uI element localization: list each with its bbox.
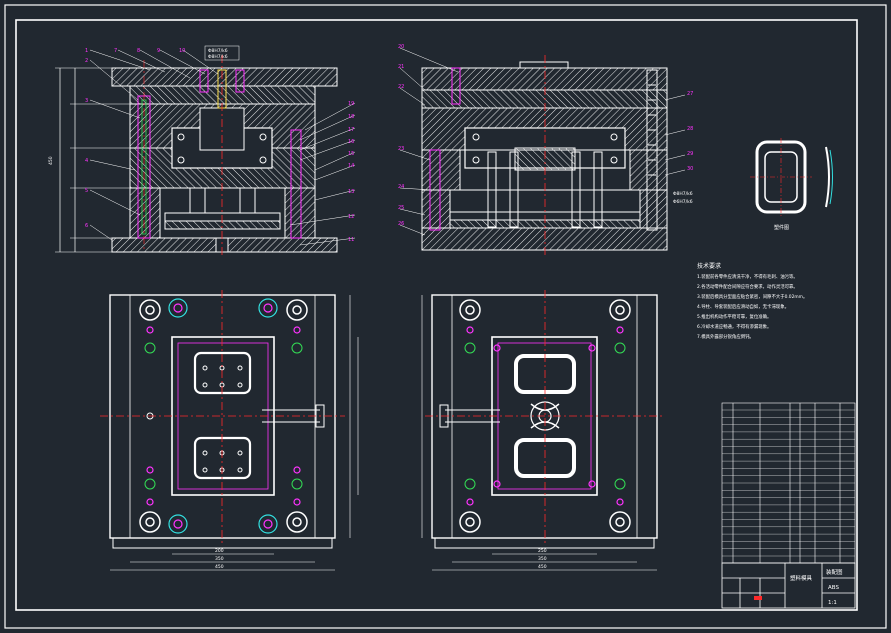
dimension-label: 250 (538, 548, 547, 554)
dimension-label: 200 (215, 548, 224, 554)
title-sheet: 装配图 (826, 568, 843, 576)
callout-label: 22 (398, 84, 404, 90)
callout-label: 7 (114, 48, 117, 54)
title-scale: 1:1 (828, 600, 837, 606)
dimension-label: 350 (538, 556, 547, 562)
dimension-label: 450 (538, 564, 547, 570)
section-view-left (55, 45, 356, 255)
callout-label: 15 (348, 151, 354, 157)
plan-view-right (421, 290, 665, 571)
callout-label: 14 (348, 163, 354, 169)
callout-label: 8 (137, 48, 140, 54)
dimension-label: 450 (48, 156, 54, 165)
callout-label: 12 (348, 214, 354, 220)
dims-left-vertical: 450 (48, 156, 54, 165)
fit-label: Φ6H7/k6 (673, 199, 693, 205)
fit-annotations-right: Φ8H7/k6 Φ6H7/k6 (673, 191, 693, 205)
left-callouts: 1 2 3 4 5 6 7 8 9 10 (85, 48, 185, 229)
callout-label: 3 (85, 98, 88, 104)
dims-left-plan: 200 350 450 (215, 548, 224, 570)
tech-line: 2.各活动零件配合间隙应符合要求，动作灵活可靠。 (697, 283, 798, 290)
callout-label: 4 (85, 158, 88, 164)
fit-annotations-left: Φ8H7/k6 Φ8H7/k6 (208, 48, 228, 60)
parts-list-rows (722, 409, 855, 557)
tech-line: 1.装配前各零件应清洗干净，不得有毛刺、油污等。 (697, 273, 798, 280)
callout-label: 23 (398, 146, 404, 152)
dimension-label: 350 (215, 556, 224, 562)
callout-label: 27 (687, 91, 693, 97)
callout-label: 26 (398, 221, 404, 227)
callout-label: 16 (348, 139, 354, 145)
title-stamp (754, 596, 762, 600)
title-block (721, 562, 856, 609)
callout-label: 5 (85, 188, 88, 194)
callout-label: 6 (85, 223, 88, 229)
tech-line: 3.装配后模具分型面应贴合紧密，间隙不大于0.02mm。 (697, 293, 807, 300)
dims-right-plan: 250 350 450 (538, 548, 547, 570)
callout-label: 18 (348, 114, 354, 120)
tech-requirements: 技术要求 1.装配前各零件应清洗干净，不得有毛刺、油污等。 2.各活动零件配合间… (697, 262, 807, 340)
dimension-label: 450 (215, 564, 224, 570)
fit-label: Φ8H7/k6 (208, 48, 228, 54)
callout-label: 10 (179, 48, 185, 54)
tech-line: 7.模具外露部分锐角应倒钝。 (697, 333, 754, 340)
callout-label: 13 (348, 189, 354, 195)
section-view-right (399, 47, 686, 255)
tech-line: 4.导柱、导套装配后应滑动自如，无卡滞现象。 (697, 303, 789, 310)
callout-label: 9 (157, 48, 160, 54)
inner-frame (15, 19, 858, 611)
tech-line: 5.推出机构动作平稳可靠，复位准确。 (697, 313, 771, 320)
tech-line: 6.冷却水道应畅通，不得有渗漏现象。 (697, 323, 771, 330)
callout-label: 24 (398, 184, 404, 190)
plan-view-left (100, 290, 359, 571)
part-label: 塑件图 (774, 224, 789, 231)
title-name: 塑料模具 (790, 574, 813, 582)
callout-label: 30 (687, 166, 693, 172)
callout-label: 20 (398, 44, 404, 50)
title-material: ABS (828, 585, 839, 591)
callout-label: 28 (687, 126, 693, 132)
callout-label: 17 (348, 127, 354, 133)
title-block-text: 塑料模具 装配图 ABS 1:1 (790, 568, 843, 606)
callout-label: 29 (687, 151, 693, 157)
callout-label: 25 (398, 205, 404, 211)
callout-label: 1 (85, 48, 88, 54)
fit-label: Φ8H7/k6 (673, 191, 693, 197)
right-callouts: 20 21 22 23 24 25 26 27 28 29 30 (398, 44, 693, 227)
callout-label: 11 (348, 237, 354, 243)
outer-frame (4, 4, 887, 629)
fit-label: Φ8H7/k6 (208, 54, 228, 60)
callout-label: 21 (398, 64, 404, 70)
mid-callouts: 11 12 13 14 15 16 17 18 19 (348, 101, 354, 243)
callout-label: 2 (85, 58, 88, 64)
part-drawing: 塑件图 (750, 138, 833, 231)
tech-title: 技术要求 (697, 262, 721, 270)
callout-label: 19 (348, 101, 354, 107)
